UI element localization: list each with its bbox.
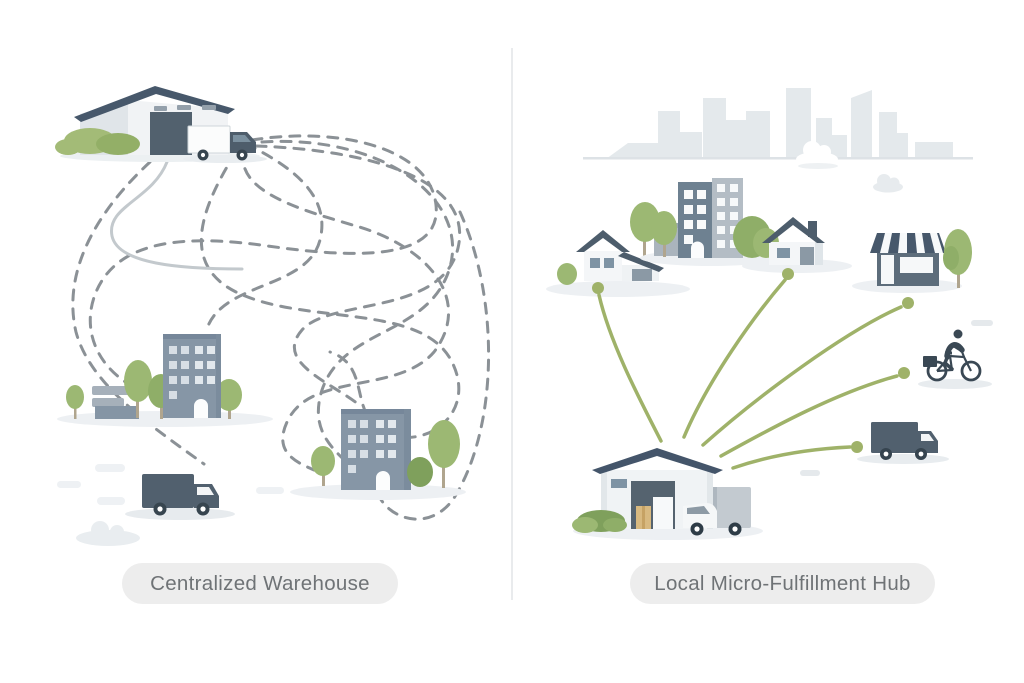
left-mid-building-cluster	[57, 334, 273, 427]
right-panel-illustration	[546, 88, 993, 540]
route-endpoint-dots	[592, 268, 914, 453]
route-to-truck	[731, 445, 852, 470]
right-panel-label-text: Local Micro-Fulfillment Hub	[654, 571, 911, 595]
tree-icon	[311, 420, 460, 488]
central-warehouse-icon	[55, 86, 260, 162]
left-bottom-building-cluster	[290, 409, 466, 500]
bush-icon	[407, 457, 433, 487]
delivery-routes	[592, 268, 914, 470]
hub-bush-icon	[572, 510, 627, 533]
left-panel-label: Centralized Warehouse	[122, 563, 398, 604]
route-to-house	[597, 293, 663, 443]
right-panel-label: Local Micro-Fulfillment Hub	[630, 563, 935, 604]
tangled-routes	[71, 134, 490, 521]
route-to-storefront	[701, 305, 903, 447]
micro-hub-warehouse-icon	[572, 448, 763, 540]
apartment-towers-icon	[640, 178, 780, 266]
apartment-building-icon	[163, 334, 221, 418]
apartment-building-icon-2	[341, 409, 411, 490]
delivery-van-icon	[683, 487, 751, 536]
cloud-dash	[800, 470, 820, 476]
clouds	[57, 464, 284, 546]
left-panel-illustration	[55, 86, 490, 546]
left-bottom-truck-icon	[125, 474, 235, 520]
cargo-cyclist-icon	[918, 320, 993, 389]
route-to-cottage	[682, 278, 787, 439]
left-panel-label-text: Centralized Warehouse	[150, 571, 370, 595]
warehouse-truck-icon	[183, 125, 267, 163]
warehouse-bushes-icon	[55, 128, 140, 155]
right-truck-icon	[857, 422, 949, 464]
solid-route	[110, 160, 244, 271]
city-skyline	[583, 88, 973, 193]
storefront-icon	[852, 229, 972, 293]
sign-building-icon	[92, 386, 139, 419]
cloud-icon	[796, 141, 903, 193]
cottage-icon	[742, 217, 852, 273]
route-to-cyclist	[719, 374, 899, 458]
